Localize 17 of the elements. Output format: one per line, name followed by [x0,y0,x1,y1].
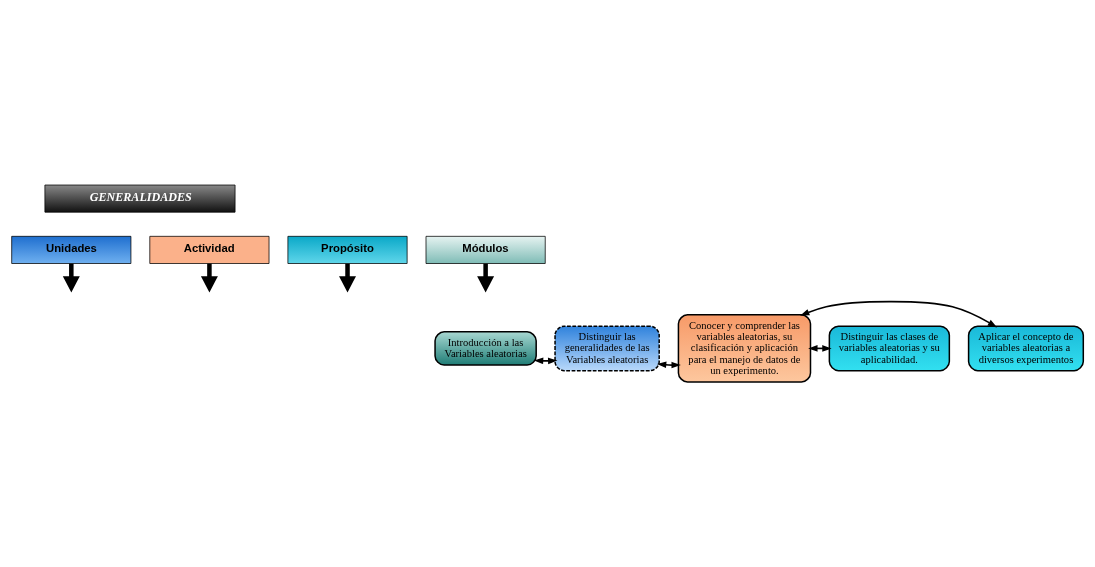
arrow [62,263,80,293]
node-box: Distinguir las generalidades de las Variables aleatorias [554,325,660,372]
node-box: Introducción a las Variables aleatorias [434,331,537,366]
arrow [339,263,356,293]
arrow [533,357,558,365]
node-box: Aplicar el concepto de variables aleatorias a diversos experimentos [967,325,1085,372]
node-box: Módulos [425,235,546,264]
node-box: Conocer y comprender las variables aleatorias, su clasificación y aplicación para el manejo de datos de un experimento. [677,314,812,383]
arrow [200,263,218,293]
arrow [800,300,998,328]
arrow [656,361,681,369]
node-box: Propósito [287,235,408,264]
node-box: Distinguir las clases de variables aleatorias y su aplicabilidad. [828,325,951,372]
arrow [477,263,495,293]
node-box: GENERALIDADES [44,184,236,213]
node-box: Actividad [149,235,270,264]
node-box: Unidades [11,235,132,264]
